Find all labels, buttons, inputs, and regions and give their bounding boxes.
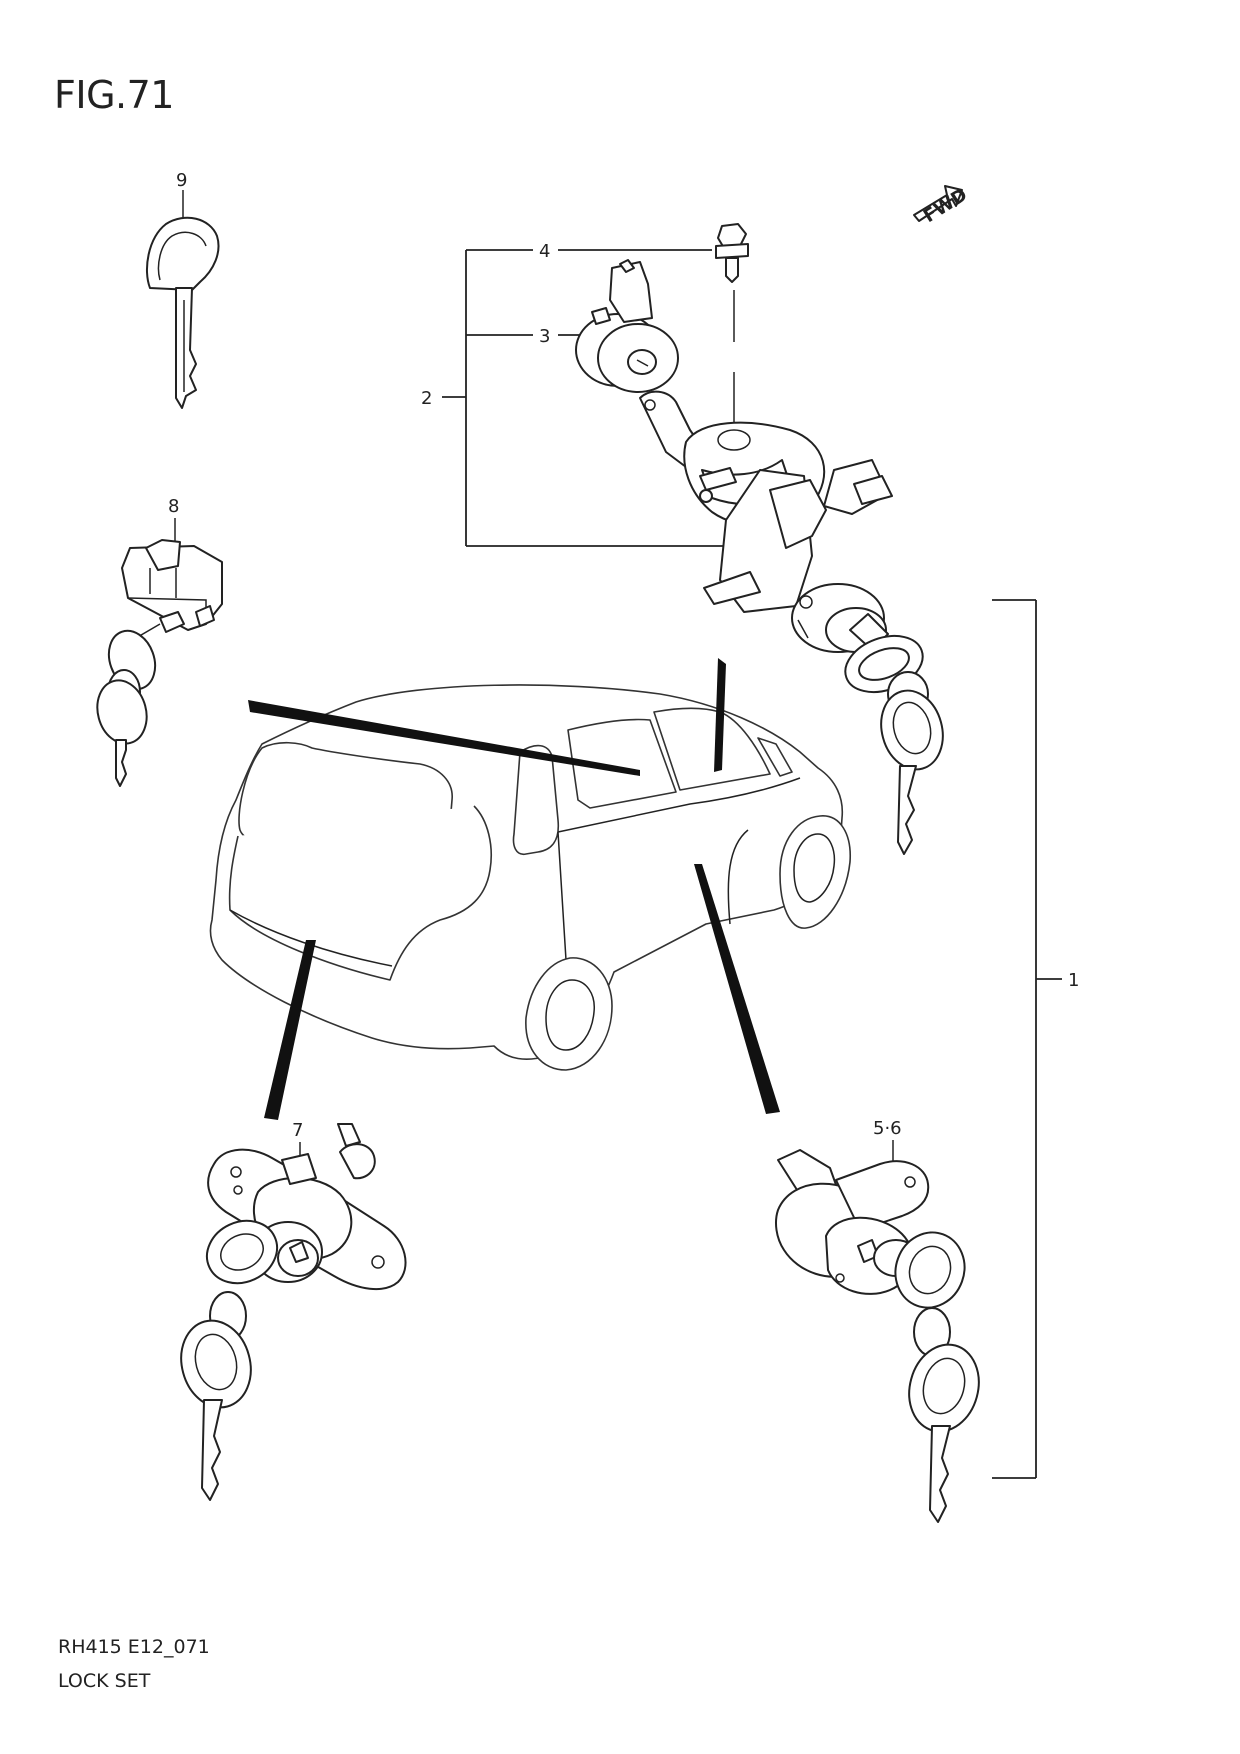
callout-2: 2 [421, 388, 432, 409]
callout-1: 1 [1068, 970, 1079, 991]
callout-8: 8 [168, 496, 179, 517]
callout-3: 3 [539, 326, 550, 347]
bracket-1-leaders [992, 599, 1062, 1479]
figure-code: RH415 E12_071 [58, 1636, 210, 1658]
callout-9: 9 [176, 170, 187, 191]
part-7-lock-cylinder [180, 1123, 407, 1501]
callout-7: 7 [292, 1120, 303, 1141]
callout-4: 4 [539, 241, 550, 262]
part-3-ignition-cylinder [575, 259, 679, 393]
part-2-steering-lock [639, 390, 893, 653]
part-9-key [146, 190, 220, 409]
callout-5-6: 5·6 [873, 1118, 902, 1139]
fwd-arrow-icon: FWD [913, 184, 971, 227]
figure-title: FIG.71 [54, 73, 174, 117]
car-outline [209, 684, 851, 1071]
part-1-ignition-keys [844, 634, 944, 855]
part-5-6-lock-cylinder [775, 1140, 980, 1523]
pointer-lines [248, 658, 780, 1120]
bracket-2-leaders [442, 249, 742, 547]
part-4-bolt [715, 223, 749, 440]
figure-name: LOCK SET [58, 1670, 151, 1692]
part-8-lock-with-keys [96, 518, 223, 787]
